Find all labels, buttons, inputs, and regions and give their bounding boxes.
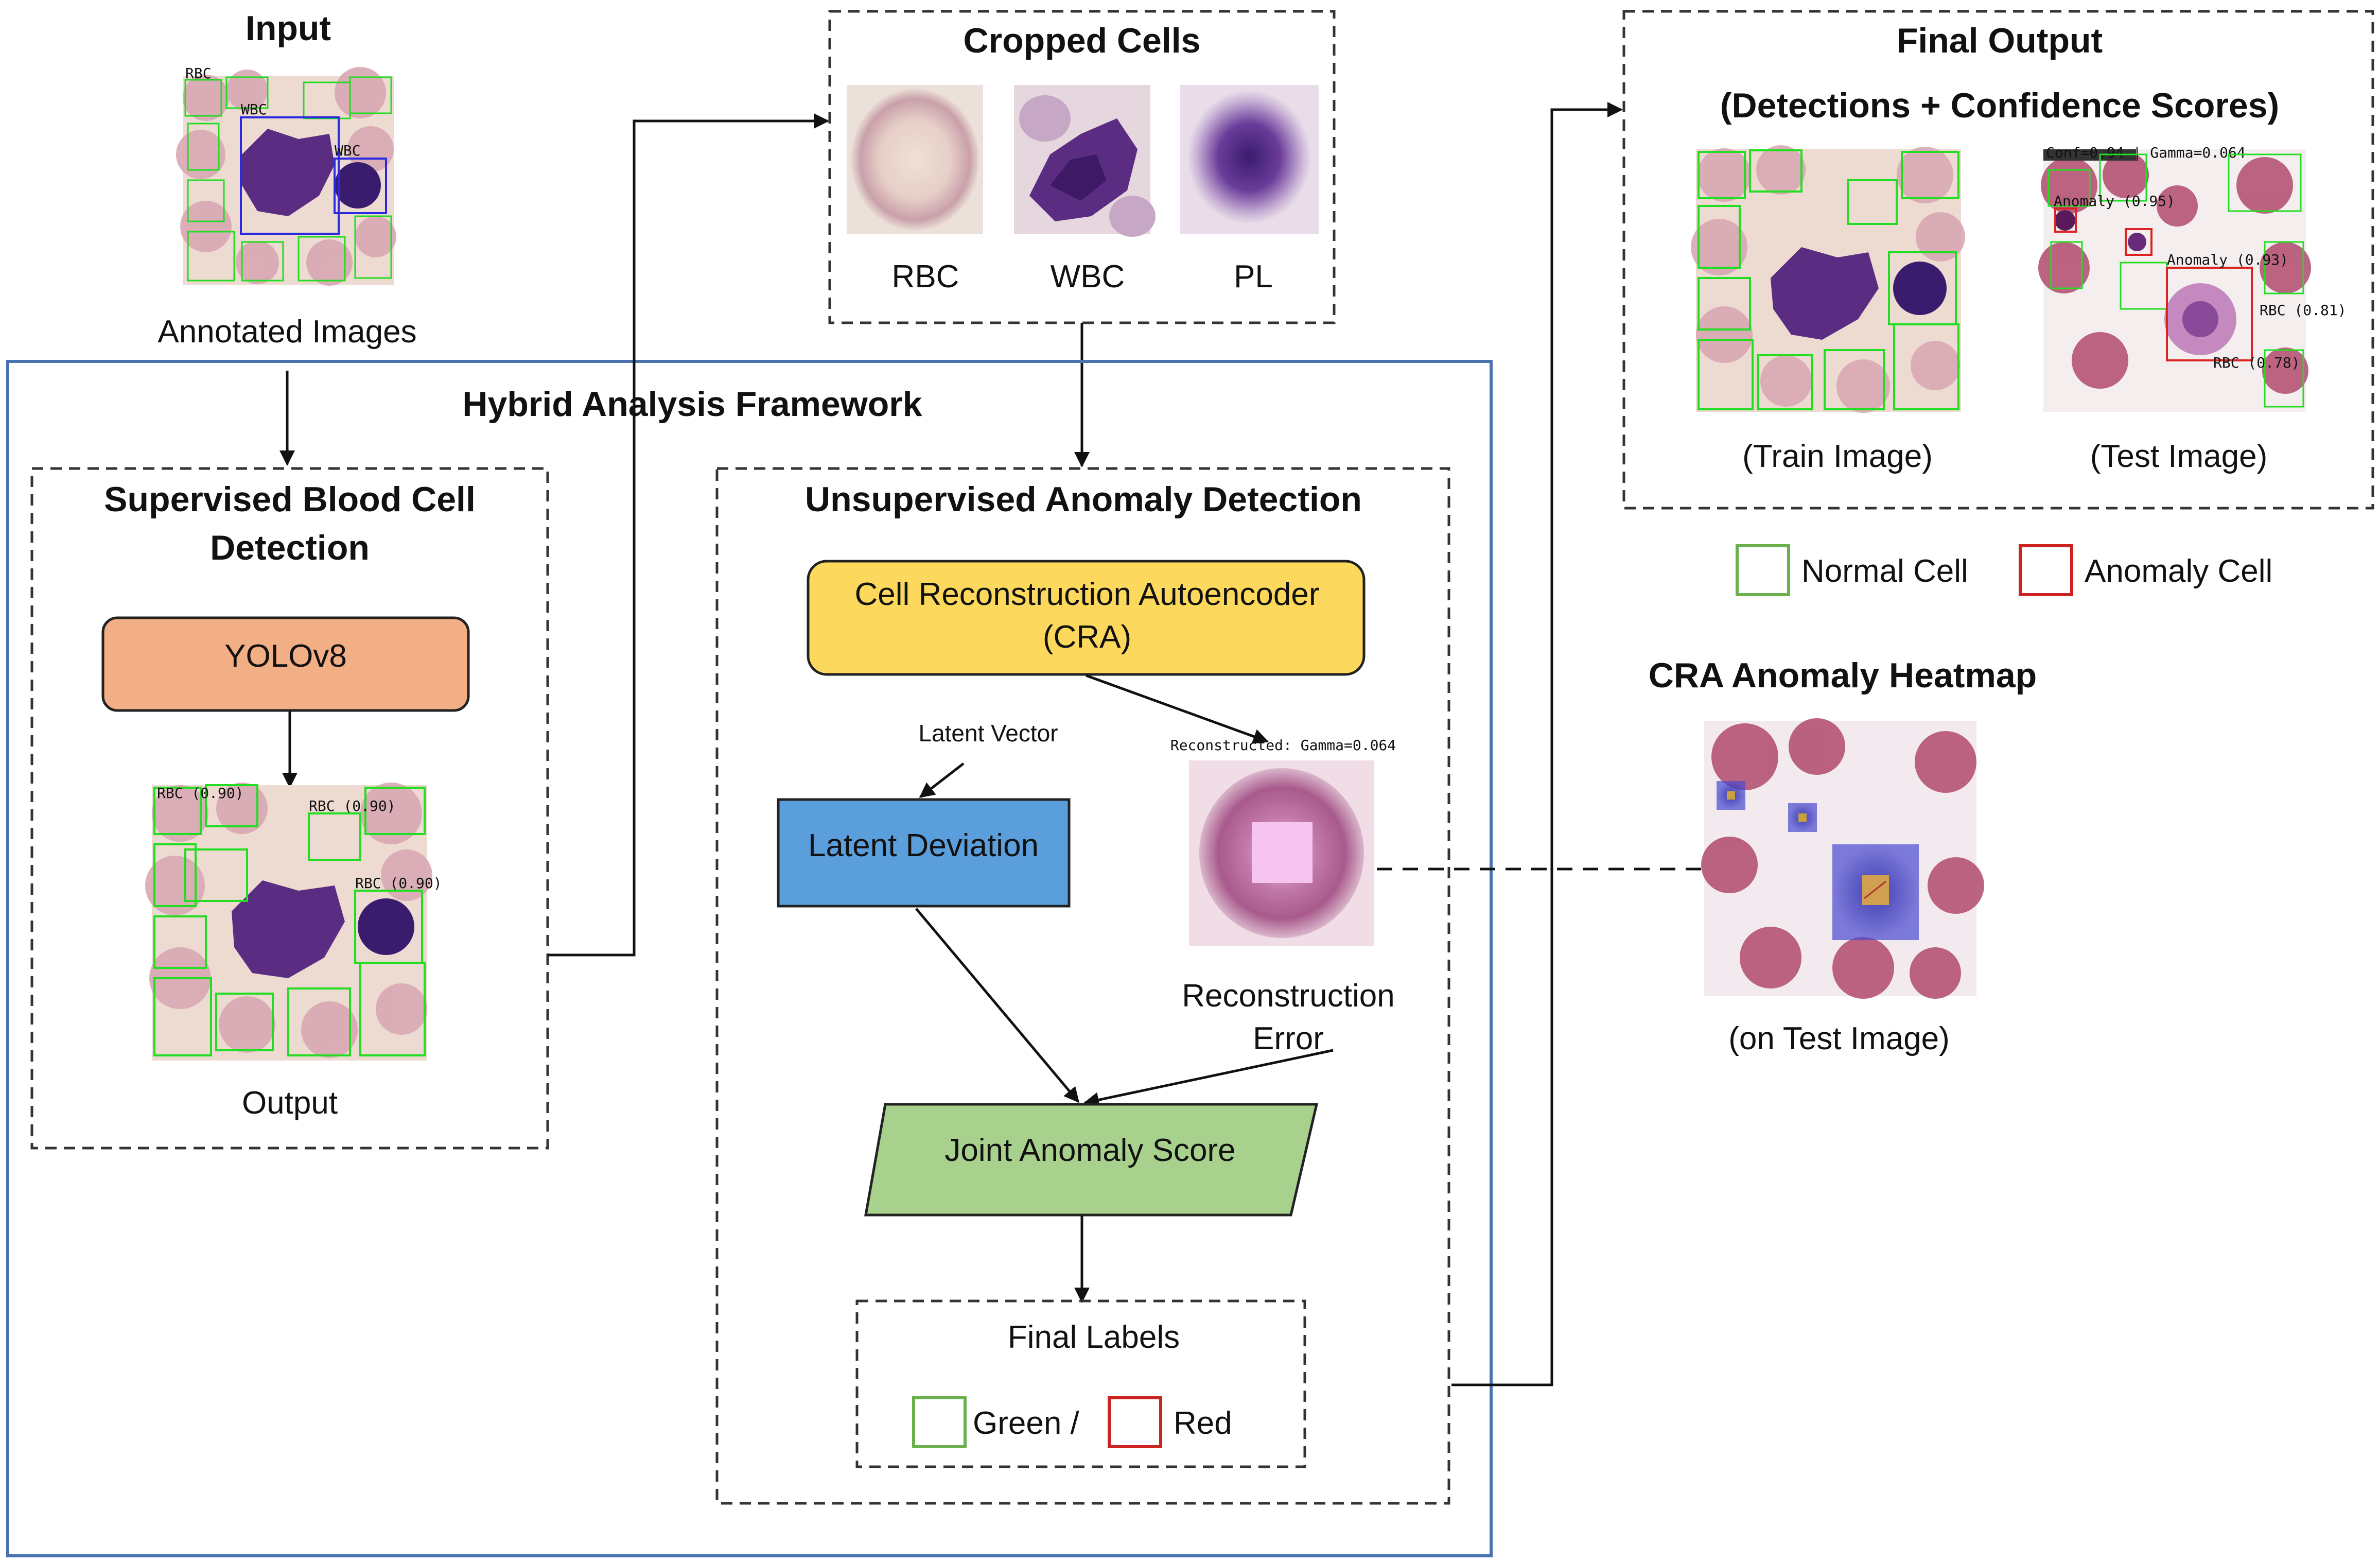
unsupervised-title: Unsupervised Anomaly Detection: [805, 480, 1362, 519]
supervised-box: [30, 467, 549, 1150]
latent-deviation-box: [777, 798, 1071, 908]
pl-crop-image: [1180, 85, 1319, 234]
hybrid-framework-box: [6, 360, 1493, 1557]
arrow-supervised-to-cropped: [548, 113, 829, 957]
red-swatch: [1108, 1396, 1162, 1448]
legend-anomaly-swatch: [2019, 544, 2073, 596]
supervised-title-line2: Detection: [210, 528, 370, 567]
final-output-title-line1: Final Output: [1897, 21, 2103, 60]
reconstructed-caption: Reconstructed: Gamma=0.064: [1170, 737, 1396, 754]
green-label: Green /: [973, 1405, 1080, 1441]
input-title: Input: [246, 9, 331, 48]
latent-vector-label: Latent Vector: [918, 720, 1058, 747]
arrow-final-to-output: [1451, 102, 1623, 1386]
cra-label-line2: (CRA): [1043, 619, 1131, 655]
yolov8-label: YOLOv8: [224, 638, 347, 674]
final-labels-box: [855, 1299, 1306, 1468]
detection-tag: RBC (0.90): [355, 875, 442, 892]
rbc-crop-image: [847, 85, 983, 234]
framework-title: Hybrid Analysis Framework: [462, 385, 922, 424]
heatmap-title: CRA Anomaly Heatmap: [1649, 656, 2037, 695]
input-annotated-image: RBC WBC WBC: [176, 65, 396, 286]
arrow-to-latent-deviation: [919, 762, 965, 798]
cra-label-line1: Cell Reconstruction Autoencoder: [855, 577, 1320, 612]
green-swatch: [912, 1396, 967, 1448]
cell-label-pl: PL: [1234, 259, 1273, 294]
yolov8-box: [101, 616, 470, 712]
input-tag: WBC: [335, 142, 361, 159]
arrow-error-to-joint: [1083, 1049, 1334, 1108]
reconstructed-cell-image: [1189, 760, 1374, 946]
heatmap-image: [1701, 718, 1984, 999]
final-output-box: [1622, 10, 2374, 510]
train-image: [1691, 145, 1965, 413]
test-label: Anomaly (0.95): [2054, 193, 2175, 210]
input-tag: WBC: [241, 101, 267, 118]
cell-label-wbc: WBC: [1051, 259, 1125, 294]
wbc-crop-image: [1014, 85, 1156, 237]
arrow-to-reconstruction: [1086, 674, 1269, 744]
input-tag: RBC: [185, 65, 212, 82]
supervised-output-image: RBC (0.90) RBC (0.90) RBC (0.90): [145, 783, 442, 1061]
legend-normal-swatch: [1736, 544, 1790, 596]
test-label: RBC (0.78): [2213, 354, 2300, 371]
joint-anomaly-score-box: [864, 1103, 1319, 1217]
train-image-caption: (Train Image): [1742, 439, 1933, 474]
final-output-title-line2: (Detections + Confidence Scores): [1720, 86, 2279, 125]
legend-anomaly-label: Anomaly Cell: [2085, 553, 2272, 589]
reconstruction-error-line2: Error: [1253, 1021, 1324, 1056]
legend-normal-label: Normal Cell: [1801, 553, 1968, 589]
final-labels-title: Final Labels: [1008, 1320, 1180, 1355]
detection-tag: RBC (0.90): [309, 797, 396, 814]
test-image-caption: (Test Image): [2090, 439, 2268, 474]
reconstruction-error-line1: Reconstruction: [1182, 978, 1395, 1014]
test-label: RBC (0.81): [2260, 302, 2347, 319]
test-label: Anomaly (0.93): [2167, 251, 2288, 268]
joint-anomaly-score-label: Joint Anomaly Score: [944, 1133, 1235, 1168]
arrow-latent-to-joint: [915, 908, 1079, 1103]
cropped-cells-title: Cropped Cells: [964, 21, 1201, 60]
supervised-title-line1: Supervised Blood Cell: [104, 480, 476, 519]
cra-box: [807, 560, 1366, 676]
heatmap-caption: (on Test Image): [1728, 1021, 1950, 1056]
supervised-output-caption: Output: [242, 1085, 338, 1121]
red-label: Red: [1174, 1405, 1232, 1441]
input-caption: Annotated Images: [157, 314, 416, 350]
test-image: Conf=0.94 | Gamma=0.064 Anomaly (0.95) R…: [2038, 144, 2347, 412]
cropped-cells-box: [828, 10, 1336, 324]
latent-deviation-label: Latent Deviation: [808, 828, 1039, 863]
unsupervised-box: [715, 467, 1450, 1505]
cell-label-rbc: RBC: [892, 259, 959, 294]
detection-tag: RBC (0.90): [157, 785, 244, 802]
